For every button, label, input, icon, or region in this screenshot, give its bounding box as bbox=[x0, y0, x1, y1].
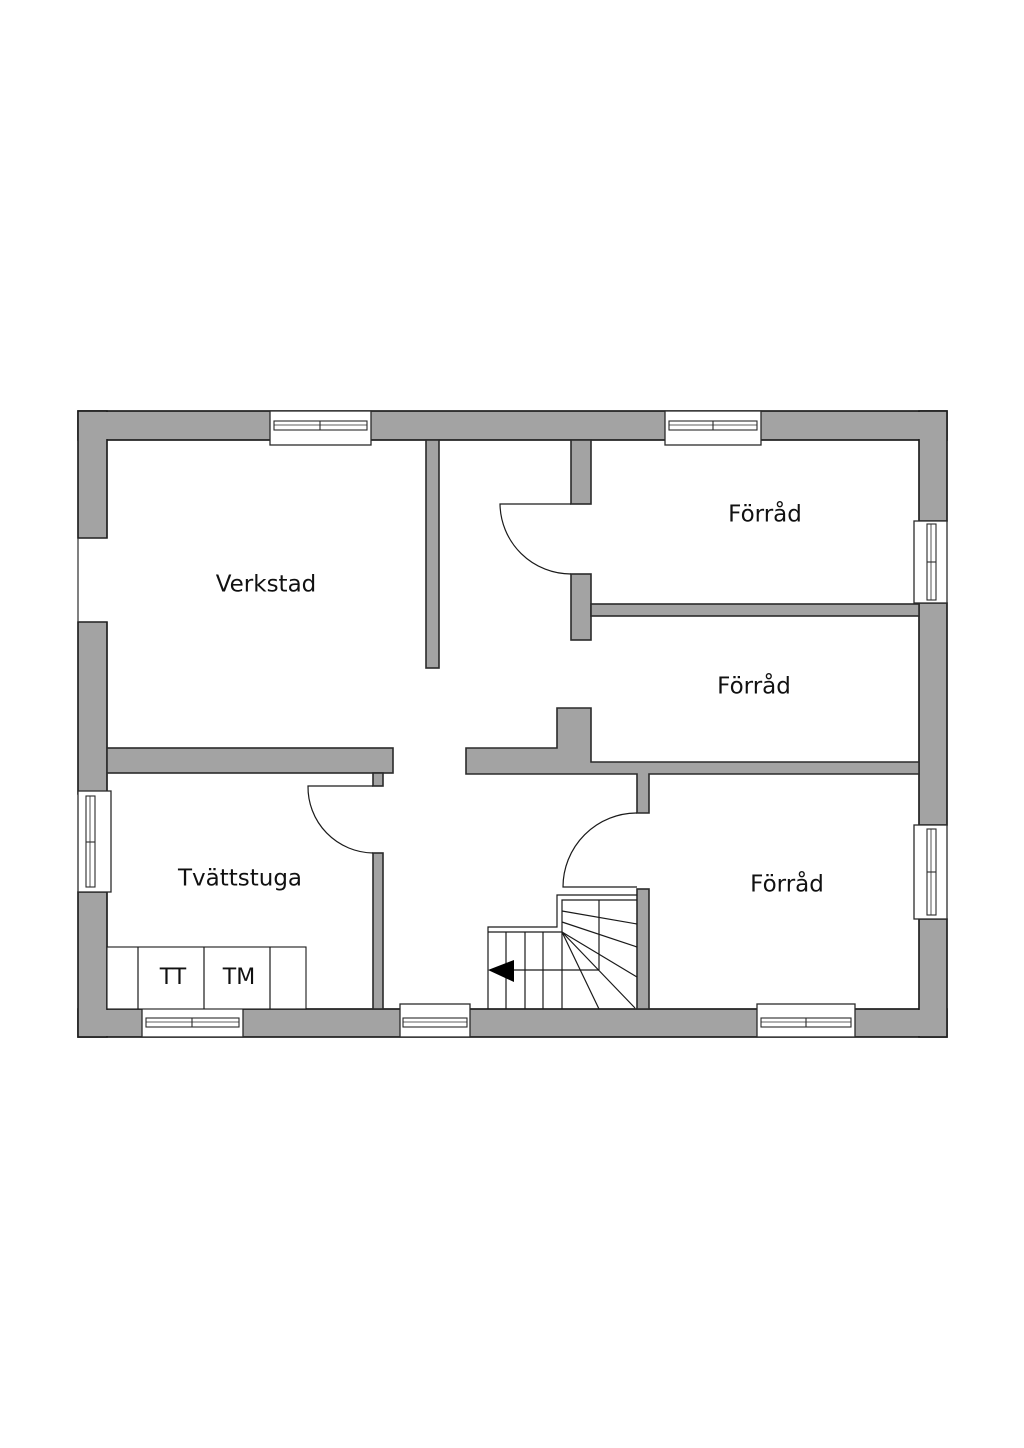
wall-forrad1-lower bbox=[570, 573, 592, 641]
door-forrad-bottom[interactable] bbox=[562, 812, 638, 888]
door-forrad-top[interactable] bbox=[499, 503, 572, 575]
wall-verkstad-tvatt bbox=[106, 747, 394, 774]
room-label-forrad-middle: Förråd bbox=[717, 672, 791, 700]
wall-hall-forrad2 bbox=[465, 707, 920, 814]
window-top-right bbox=[664, 410, 762, 446]
room-label-verkstad: Verkstad bbox=[216, 572, 317, 598]
door-tvattstuga[interactable] bbox=[307, 785, 374, 854]
room-label-forrad-top: Förråd bbox=[728, 500, 802, 528]
fixture-washing-machine: TM bbox=[222, 965, 255, 990]
laundry-counter: TT TM bbox=[106, 946, 307, 1010]
wall-forrad1-upper bbox=[570, 439, 592, 505]
fixture-tumble-dryer: TT bbox=[159, 965, 187, 990]
wall-tvatt-hall bbox=[372, 852, 384, 1010]
wall-forrad1-forrad2 bbox=[590, 603, 920, 617]
wall-verkstad-hall bbox=[425, 439, 440, 669]
wall-nib bbox=[372, 772, 384, 787]
room-label-tvattstuga: Tvättstuga bbox=[177, 866, 302, 892]
outer-walls bbox=[77, 410, 948, 1038]
window-bottom-hall bbox=[399, 1003, 471, 1038]
wall-stair-forrad3 bbox=[636, 888, 650, 1010]
window-right-lower bbox=[913, 824, 948, 920]
staircase bbox=[487, 894, 638, 1010]
room-label-forrad-bottom: Förråd bbox=[750, 870, 824, 898]
window-bottom-forrad bbox=[756, 1003, 856, 1038]
window-left bbox=[77, 790, 112, 893]
windows bbox=[77, 410, 948, 1038]
doors bbox=[307, 503, 638, 888]
window-top-left bbox=[269, 410, 372, 446]
stair-direction-arrow-icon bbox=[488, 960, 514, 982]
interior-walls bbox=[106, 439, 920, 1010]
window-right-upper bbox=[913, 520, 948, 604]
